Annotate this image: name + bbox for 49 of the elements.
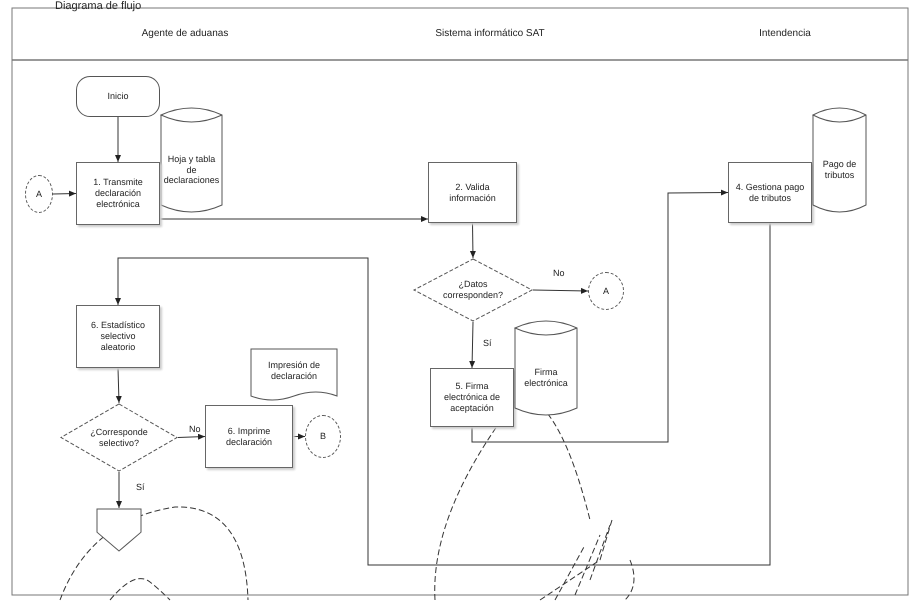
node-text: 6. Imprime declaración	[224, 426, 274, 448]
node-text: B	[320, 431, 326, 442]
arrow	[532, 288, 588, 294]
node-text: 2. Valida información	[448, 182, 497, 204]
node-text: 1. Transmite declaración electrónica	[92, 177, 144, 210]
arrow	[292, 434, 306, 440]
database-cylinder	[514, 318, 578, 418]
arrow	[116, 368, 122, 404]
process-box	[205, 405, 293, 468]
node-text: 4. Gestiona pago de tributos	[735, 182, 805, 204]
edge-label: No	[552, 268, 566, 278]
arrow	[52, 190, 76, 197]
arrow	[115, 116, 121, 162]
node-text: Inicio	[107, 91, 128, 102]
node-text: ¿Datos corresponden?	[442, 279, 504, 301]
node-text: A	[602, 286, 609, 296]
arrow	[115, 222, 770, 566]
edge-label: Sí	[135, 482, 146, 492]
arrow	[178, 434, 206, 440]
arrow	[469, 322, 476, 368]
start-terminator	[76, 76, 160, 117]
arrow	[116, 472, 122, 508]
node-text: Hoja y tabla de declaraciones	[164, 154, 220, 186]
node-text: Impresión de declaración	[266, 360, 322, 382]
document-shape	[250, 348, 338, 402]
off-page-connector	[96, 508, 142, 552]
arrow	[472, 190, 728, 442]
decision-diamond	[60, 403, 178, 472]
process-box	[430, 368, 514, 427]
database-cylinder	[160, 105, 223, 215]
process-box	[428, 162, 517, 223]
node-text: ¿Corresponde selectivo?	[89, 426, 149, 448]
edge-label: No	[188, 424, 202, 434]
edge-label: Sí	[482, 338, 493, 348]
lane-heading: Intendencia	[758, 28, 812, 39]
node-text: 6. Estadístico selectivo aleatorio	[90, 320, 146, 353]
node-text: Firma electrónica	[523, 367, 569, 389]
node-text: A	[36, 188, 42, 200]
process-box	[728, 162, 812, 223]
process-box	[76, 162, 160, 225]
node-text: 5. Firma electrónica de aceptación	[442, 381, 502, 414]
arrow	[470, 222, 476, 258]
lane-heading: Sistema informático SAT	[434, 28, 546, 39]
decision-diamond	[413, 258, 533, 322]
database-cylinder	[812, 105, 867, 215]
node-text: Pago de tributos	[822, 159, 858, 181]
lane-heading: Agente de aduanas	[140, 28, 230, 39]
process-box	[76, 305, 160, 368]
arrow	[160, 216, 428, 222]
